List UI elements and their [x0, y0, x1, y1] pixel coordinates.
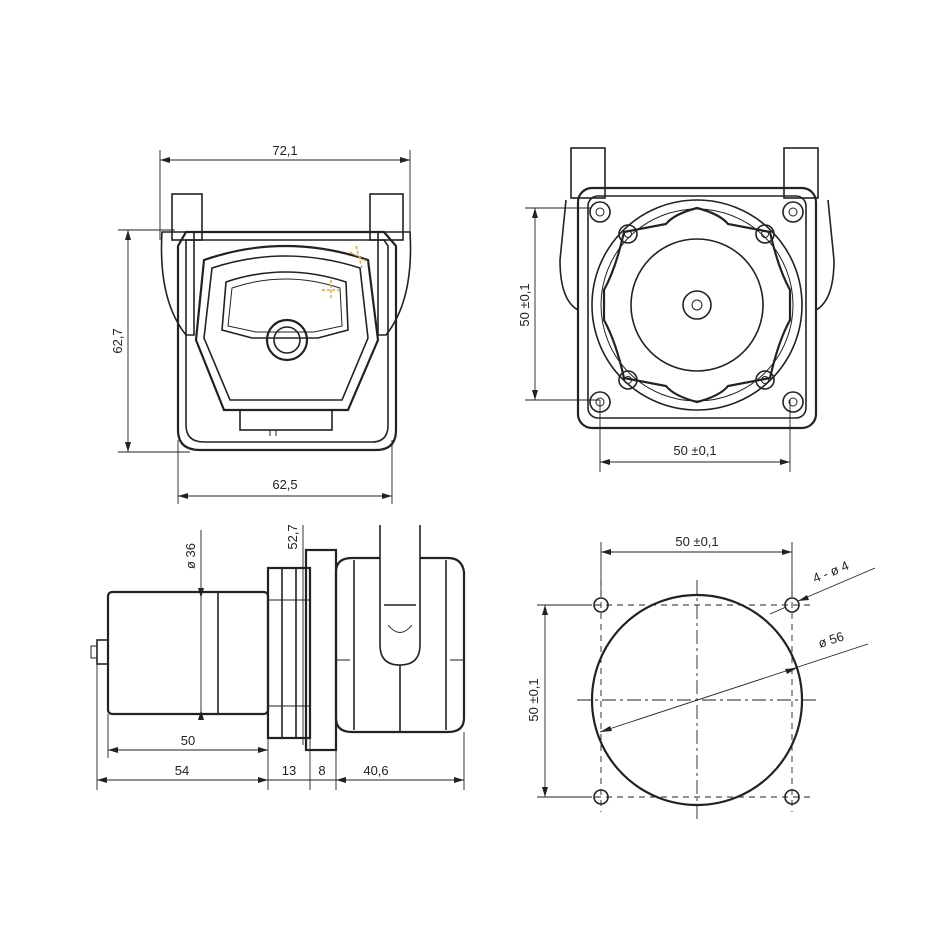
dim-side-total-motor: 54 [175, 763, 189, 778]
rear-view: 50 ±0,1 50 ±0,1 [517, 147, 835, 472]
side-view: ø 36 52,7 50 [90, 524, 466, 790]
dim-front-width-top: 72,1 [272, 143, 297, 158]
dim-side-head: 40,6 [363, 763, 388, 778]
dim-side-diameter: ø 36 [183, 543, 198, 569]
rear-screws [589, 201, 804, 413]
dim-rear-horizontal: 50 ±0,1 [673, 443, 716, 458]
dim-side-top: 52,7 [285, 524, 300, 549]
dim-mount-vertical: 50 ±0,1 [526, 678, 541, 721]
dim-front-width-bottom: 62,5 [272, 477, 297, 492]
dim-side-plate: 8 [318, 763, 325, 778]
front-view: 72,1 62,7 62,5 [110, 143, 412, 504]
dim-side-motor-length: 50 [181, 733, 195, 748]
dim-mount-holes: 4 - ø 4 [811, 558, 851, 586]
dim-mount-circle: ø 56 [816, 629, 845, 651]
marker-crosshair [322, 245, 369, 300]
dim-front-height: 62,7 [110, 328, 125, 353]
dim-rear-vertical: 50 ±0,1 [517, 283, 532, 326]
dim-side-flange: 13 [282, 763, 296, 778]
mounting-pattern: 50 ±0,1 50 ±0,1 4 - ø 4 ø 56 [526, 534, 876, 820]
dim-mount-horizontal: 50 ±0,1 [675, 534, 718, 549]
